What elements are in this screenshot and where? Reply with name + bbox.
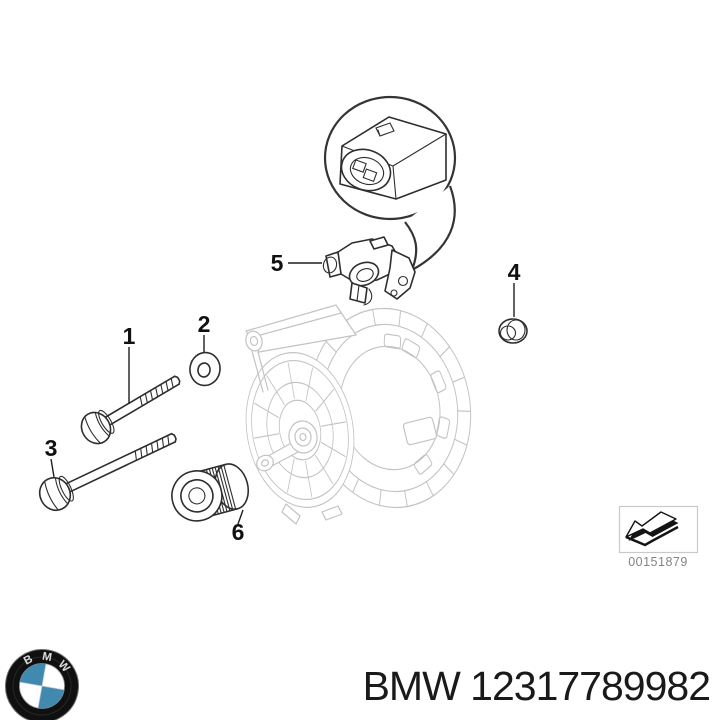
callout-6: 6	[232, 519, 245, 545]
callout-2: 2	[198, 311, 211, 337]
bolt-1-drawing	[80, 375, 181, 445]
connector-drawing	[339, 116, 447, 200]
nut-drawing	[498, 318, 528, 344]
direction-arrow-icon	[625, 511, 679, 547]
connector-detail-balloon	[323, 95, 457, 273]
callout-1: 1	[123, 323, 136, 349]
leader-line-3	[50, 458, 55, 478]
logo-letter-m: M	[41, 651, 53, 664]
regulator-drawing	[322, 236, 416, 306]
ref-box	[618, 505, 699, 554]
alternator-drawing	[245, 304, 472, 525]
balloon-tail	[404, 185, 456, 273]
logo-quarter-blue-tl	[19, 663, 46, 686]
leader-line-6	[237, 509, 244, 525]
bolt-3-drawing	[38, 432, 177, 512]
callout-4: 4	[508, 259, 521, 285]
logo-quarter-blue-br	[38, 686, 65, 709]
callout-5: 5	[271, 250, 284, 276]
part-caption: BMW 12317789982	[362, 663, 711, 709]
bmw-logo: B M W	[5, 649, 79, 720]
washer-drawing	[189, 351, 221, 387]
callout-3: 3	[45, 435, 58, 461]
ref-code: 00151879	[628, 555, 688, 569]
pulley-drawing	[171, 463, 250, 522]
